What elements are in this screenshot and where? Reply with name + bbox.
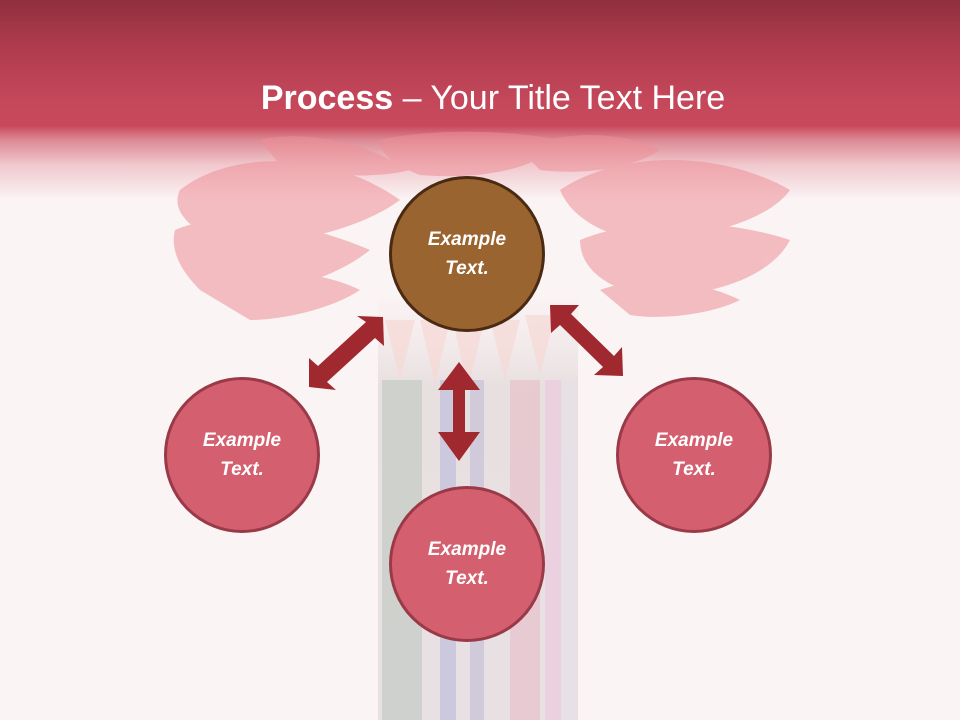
process-node-bottom-label: Example Text. [427, 539, 507, 589]
process-node-left-label: Example Text. [202, 430, 282, 480]
page-title: Process – Your Title Text Here [0, 75, 960, 121]
title-rest: – Your Title Text Here [393, 78, 726, 117]
process-node-right-label: Example Text. [654, 430, 734, 480]
process-node-top[interactable]: Example Text. [389, 176, 545, 332]
title-bold: Process [260, 78, 394, 117]
process-node-bottom[interactable]: Example Text. [389, 486, 545, 642]
process-node-top-label: Example Text. [427, 229, 507, 279]
process-node-right[interactable]: Example Text. [616, 377, 772, 533]
process-node-left[interactable]: Example Text. [164, 377, 320, 533]
